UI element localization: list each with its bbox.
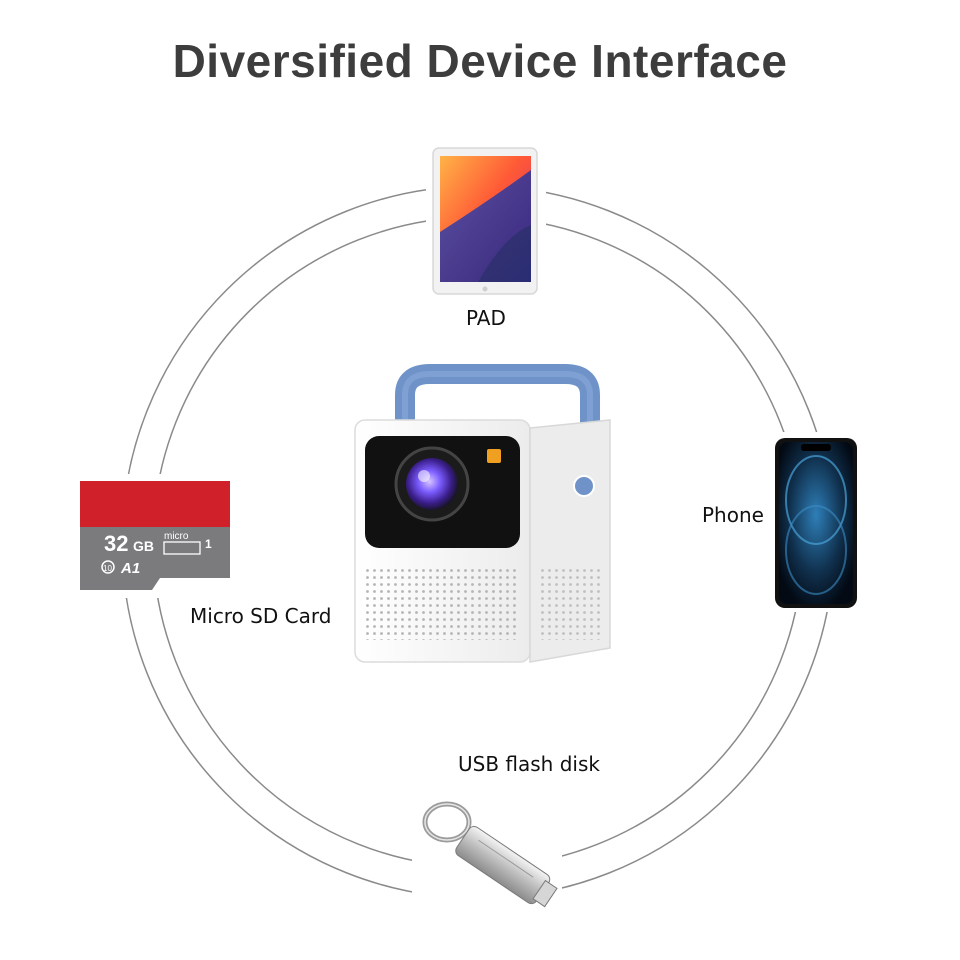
- phone-icon: [768, 432, 864, 612]
- pad-icon: [426, 140, 546, 300]
- phone-label: Phone: [702, 503, 764, 527]
- usb-flash-disk-icon: [412, 796, 562, 920]
- sd-uhs-mark: 1: [205, 537, 212, 551]
- sd-app-class: A1: [120, 560, 140, 577]
- micro-sd-card-icon: 32 GB micro 1 10 A1: [70, 474, 240, 598]
- sd-capacity-unit: GB: [133, 538, 154, 554]
- sd-class-mark: 10: [103, 564, 112, 573]
- projector-icon: [354, 364, 611, 663]
- micro-sd-card-label: Micro SD Card: [190, 604, 332, 628]
- pad-label: PAD: [466, 306, 506, 330]
- page-title: Diversified Device Interface: [172, 35, 788, 87]
- sd-capacity: 32: [104, 531, 128, 556]
- sd-brand: micro: [164, 531, 189, 542]
- usb-flash-disk-label: USB flash disk: [458, 752, 600, 776]
